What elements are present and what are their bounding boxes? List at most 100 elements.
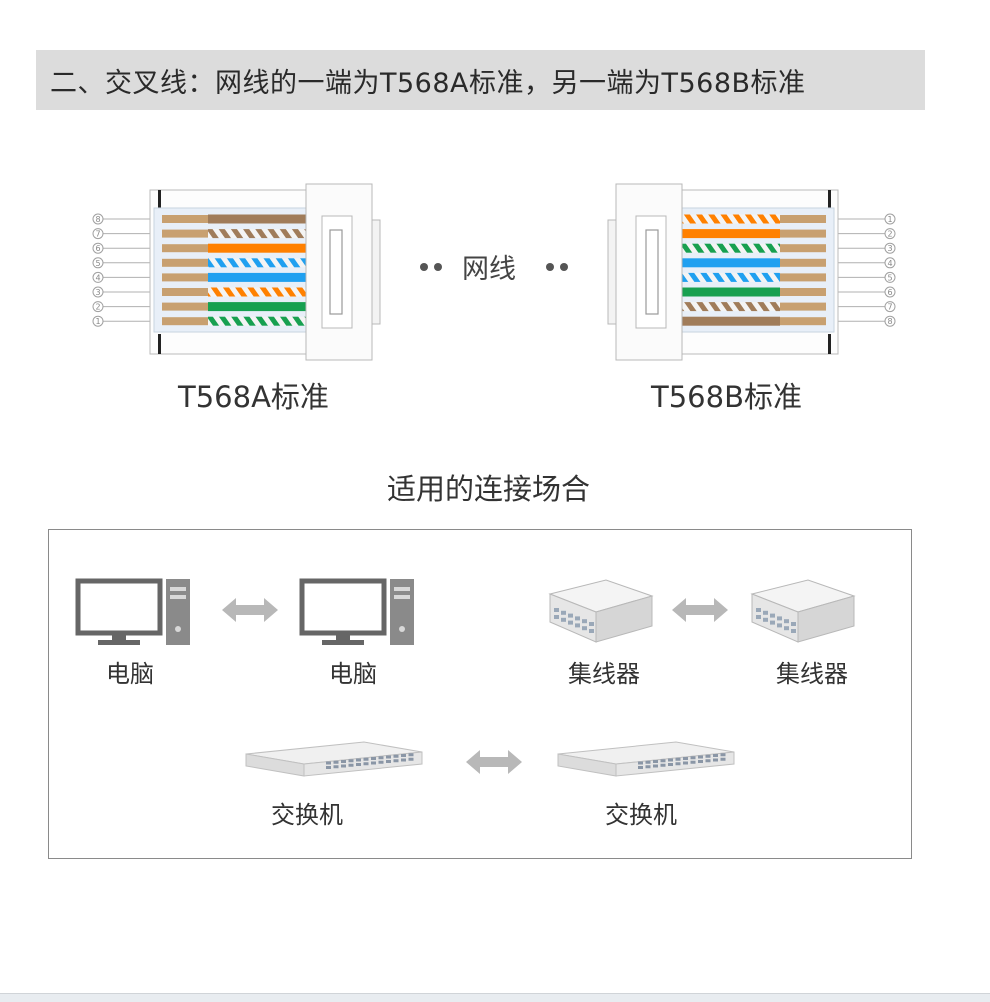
b-wire xyxy=(682,229,780,239)
tower-bay xyxy=(394,595,410,599)
switch-icon xyxy=(245,741,423,777)
double-arrow-icon xyxy=(466,750,522,774)
a-inner xyxy=(153,207,309,333)
switch-port xyxy=(371,761,376,765)
b-pin-number: 8 xyxy=(887,317,892,326)
a-contact xyxy=(162,302,208,311)
banner-title: 二、交叉线：网线的一端为T568A标准，另一端为T568B标准 xyxy=(50,67,806,99)
switch-port xyxy=(363,762,369,766)
b-pin-circle xyxy=(884,271,896,283)
switch-port xyxy=(638,766,643,769)
hub-icon xyxy=(750,579,856,643)
switch-label-left: 交换机 xyxy=(271,801,343,829)
switch-port xyxy=(698,755,703,759)
tower-bay xyxy=(170,595,186,599)
hub-port xyxy=(582,626,587,631)
switch-port xyxy=(341,764,346,768)
hub-port xyxy=(561,610,566,615)
a-wire xyxy=(208,287,306,297)
left-dots xyxy=(420,256,448,275)
hub-port xyxy=(561,617,566,622)
hub-port xyxy=(589,622,594,626)
t568b-label: T568B标准 xyxy=(651,380,802,414)
switch-port xyxy=(401,758,406,762)
b-wire xyxy=(682,302,780,312)
a-pin-circle xyxy=(92,315,104,327)
right-dots xyxy=(546,256,574,275)
switch-port xyxy=(326,766,331,769)
a-pin-number: 8 xyxy=(95,215,100,224)
a-contact xyxy=(162,229,208,238)
computer-label-left: 电脑 xyxy=(106,660,154,688)
double-arrow-icon xyxy=(672,598,728,622)
hub-port xyxy=(777,623,782,628)
a-pin-circle xyxy=(92,257,104,269)
switch-port xyxy=(333,760,339,764)
b-contact xyxy=(780,288,826,296)
switch-port xyxy=(408,753,414,757)
b-wire xyxy=(682,316,780,326)
switch-port xyxy=(393,759,399,763)
b-wire xyxy=(682,258,780,268)
b-pin-circle xyxy=(884,228,896,240)
switch-port xyxy=(660,759,666,763)
b-contact xyxy=(780,317,826,326)
switch-port xyxy=(378,756,384,760)
a-contact xyxy=(162,317,208,326)
switch-port xyxy=(683,761,688,765)
a-pin-number: 4 xyxy=(95,273,100,282)
switch-port xyxy=(645,760,651,764)
b-pin-number: 5 xyxy=(887,273,892,282)
a-contact xyxy=(162,288,208,296)
a-wire xyxy=(208,258,306,268)
b-inner xyxy=(679,207,835,333)
switch-port xyxy=(645,765,651,769)
b-pin-number: 6 xyxy=(887,288,892,297)
switch-port xyxy=(660,763,666,767)
monitor-stand xyxy=(98,640,140,645)
arrow-shape xyxy=(672,598,728,622)
a-contact xyxy=(162,273,208,282)
b-pin-circle xyxy=(884,213,896,225)
b-wire xyxy=(682,287,780,297)
b-edge-mark xyxy=(828,190,831,210)
a-pin-circle xyxy=(92,271,104,283)
a-wire xyxy=(208,214,306,224)
a-pin-number: 1 xyxy=(95,317,100,326)
a-contact xyxy=(162,215,208,223)
a-pin-circle xyxy=(92,242,104,254)
b-tab xyxy=(607,219,617,325)
hub-side xyxy=(595,595,653,643)
switch-port xyxy=(705,759,711,763)
monitor-screen xyxy=(299,578,387,636)
switch-port xyxy=(348,759,354,763)
b-latch-slot xyxy=(645,229,659,315)
a-pin-circle xyxy=(92,286,104,298)
hub-port xyxy=(791,629,796,633)
hub-port xyxy=(575,616,580,621)
hub-port xyxy=(770,613,775,618)
bottom-bar xyxy=(0,993,990,1002)
switch-port xyxy=(371,757,376,760)
switch-port xyxy=(690,756,696,760)
computer-label-right: 电脑 xyxy=(329,660,377,688)
arrow-shape xyxy=(222,598,278,622)
b-edge-mark xyxy=(828,334,831,354)
switch-port xyxy=(668,758,673,762)
b-pin-number: 4 xyxy=(887,259,892,268)
switch-port xyxy=(653,760,658,763)
switch-port xyxy=(675,757,681,761)
hub-port xyxy=(568,620,573,625)
switch-port xyxy=(401,754,406,757)
hub-port xyxy=(784,626,789,631)
b-contact xyxy=(780,273,826,282)
switch-port xyxy=(348,763,354,767)
a-pin-circle xyxy=(92,301,104,313)
switch-port xyxy=(675,762,681,766)
b-wire xyxy=(682,214,780,224)
a-pin-number: 3 xyxy=(95,288,100,297)
a-edge-mark xyxy=(158,190,161,210)
switch-port xyxy=(653,764,658,768)
a-pin-number: 7 xyxy=(95,230,100,239)
